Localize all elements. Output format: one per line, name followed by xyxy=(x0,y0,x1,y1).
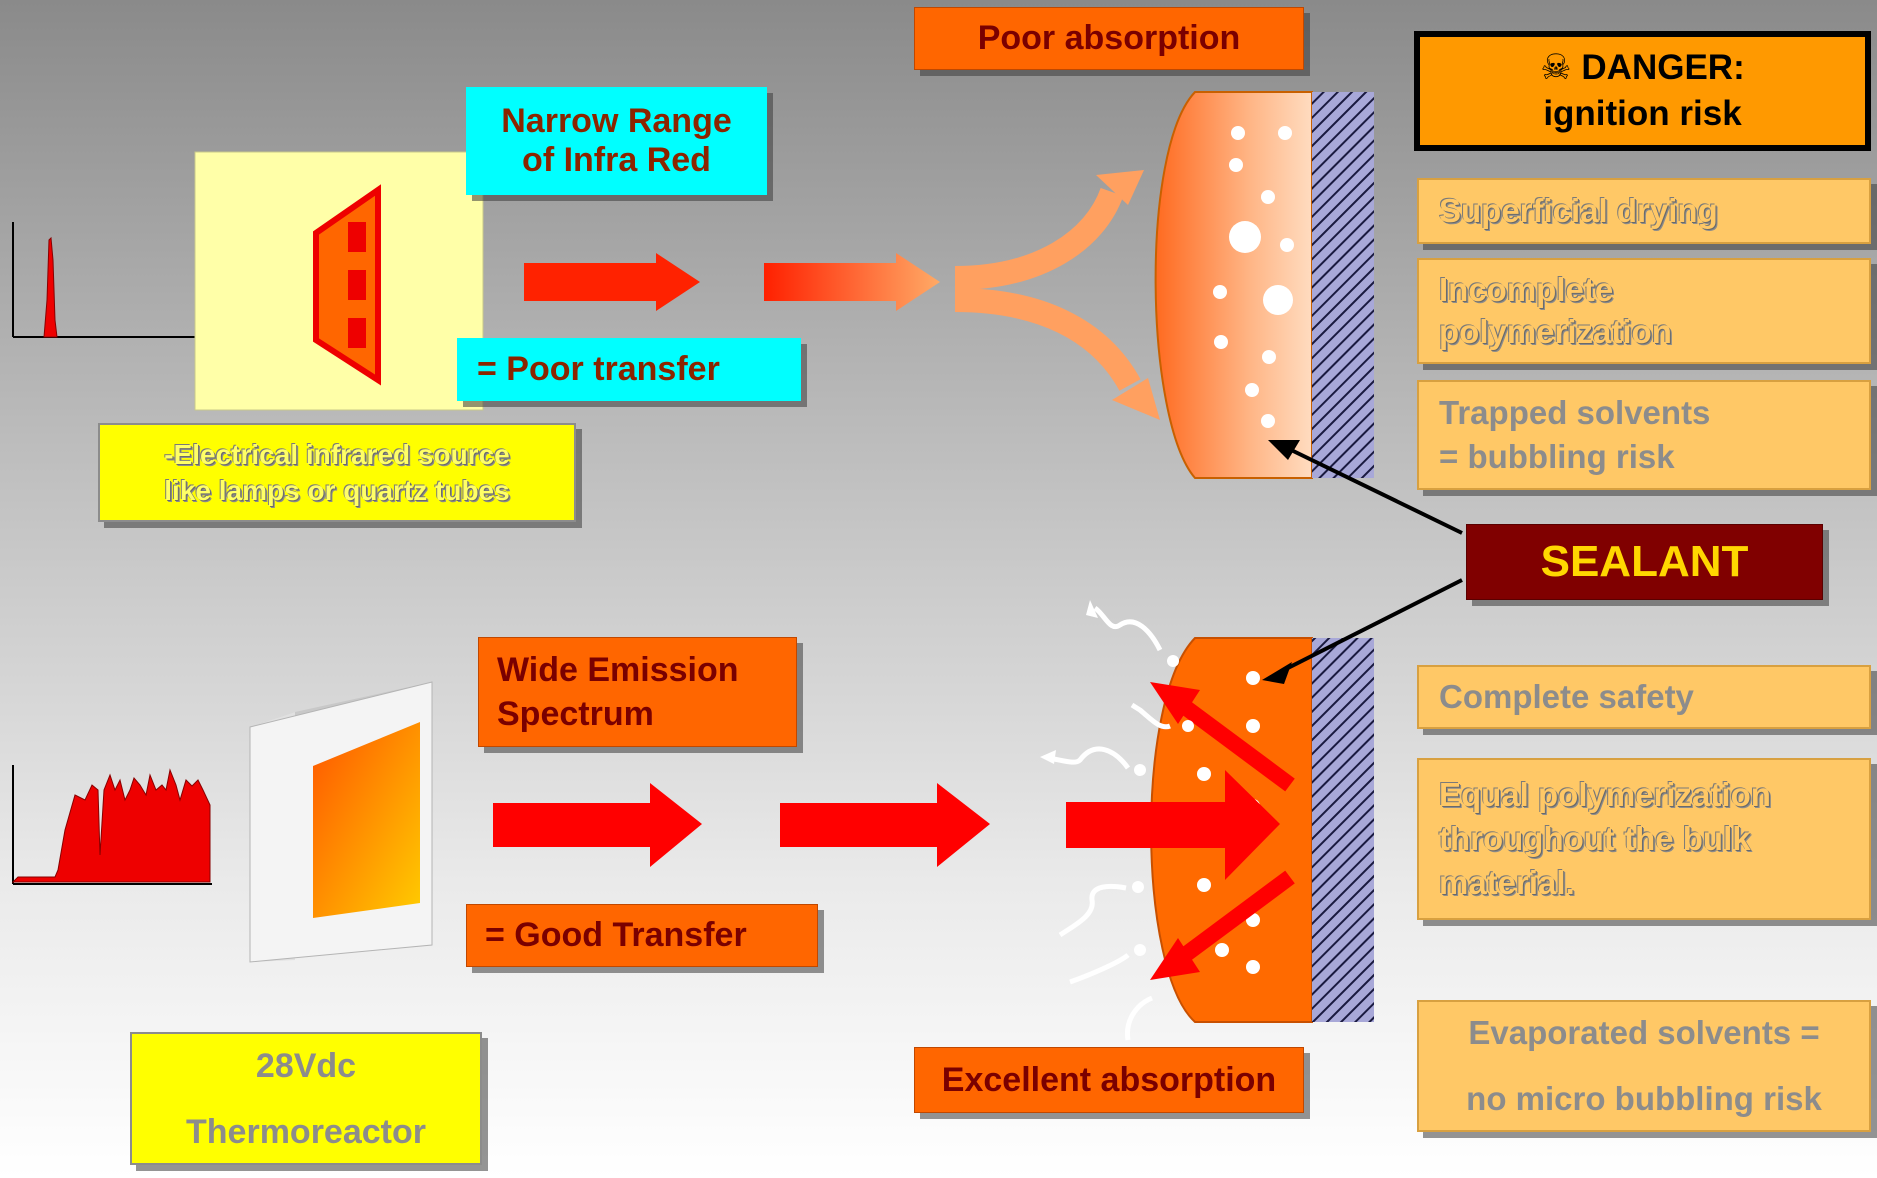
wide-emission-label: Wide Emission Spectrum xyxy=(478,637,797,747)
narrow-range-label: Narrow Range of Infra Red xyxy=(466,87,767,195)
infrared-lamp-panel xyxy=(194,151,484,411)
narrow-spectrum-graph xyxy=(12,222,210,338)
narrow-range-line-2: of Infra Red xyxy=(522,141,711,179)
trapped-line-1: Trapped solvents xyxy=(1439,394,1711,431)
sealant-top xyxy=(1154,91,1374,479)
danger-line-2: ignition risk xyxy=(1543,94,1742,133)
thermoreactor-line-2: Thermoreactor xyxy=(186,1112,426,1151)
equal-poly-line-1: Equal polymerization xyxy=(1439,776,1771,813)
poor-transfer-text: = Poor transfer xyxy=(477,350,720,388)
equal-poly-line-2: throughout the bulk xyxy=(1439,820,1751,857)
ir-source-line-1: -Electrical infrared source xyxy=(164,438,510,470)
complete-safety-text: Complete safety xyxy=(1439,678,1694,715)
thermoreactor-panel xyxy=(249,681,433,963)
good-transfer-text: = Good Transfer xyxy=(485,916,747,954)
trapped-solvents-label: Trapped solvents = bubbling risk xyxy=(1417,380,1871,490)
top-arrow-1 xyxy=(524,253,700,311)
evaporated-line-2: no micro bubbling risk xyxy=(1466,1080,1822,1117)
thermoreactor-label: 28Vdc Thermoreactor xyxy=(130,1032,482,1165)
complete-safety-label: Complete safety xyxy=(1417,665,1871,729)
danger-line-1: ☠ DANGER: xyxy=(1540,48,1745,88)
danger-label: ☠ DANGER: ignition risk xyxy=(1414,31,1871,151)
sealant-pointers xyxy=(1262,440,1463,684)
thermoreactor-line-1: 28Vdc xyxy=(255,1046,357,1085)
good-transfer-label: = Good Transfer xyxy=(466,904,818,967)
wide-spectrum-graph xyxy=(11,765,212,885)
sealant-bottom xyxy=(1066,637,1374,1023)
sealant-label: SEALANT xyxy=(1466,524,1823,600)
excellent-absorption-label: Excellent absorption xyxy=(914,1047,1304,1113)
equal-poly-line-3: material. xyxy=(1439,864,1575,901)
superficial-drying-label: Superficial drying xyxy=(1417,178,1871,244)
excellent-absorption-text: Excellent absorption xyxy=(941,1060,1277,1099)
sealant-text: SEALANT xyxy=(1540,537,1749,586)
narrow-range-line-1: Narrow Range xyxy=(501,102,732,140)
superficial-drying-text: Superficial drying xyxy=(1439,192,1718,229)
split-arrows xyxy=(954,170,1160,420)
solvent-vapor xyxy=(1040,600,1194,1041)
evaporated-line-1: Evaporated solvents = xyxy=(1468,1014,1820,1051)
wide-emission-line-2: Spectrum xyxy=(497,695,654,733)
poor-absorption-text: Poor absorption xyxy=(977,19,1241,57)
poor-absorption-label: Poor absorption xyxy=(914,7,1304,70)
skull-crossbones-icon: ☠ xyxy=(1540,48,1572,88)
top-arrow-2 xyxy=(764,253,940,311)
wide-emission-line-1: Wide Emission xyxy=(497,651,739,689)
incomplete-line-2: polymerization xyxy=(1439,313,1672,350)
poor-transfer-label: = Poor transfer xyxy=(457,338,801,401)
bottom-arrow-2 xyxy=(780,783,990,867)
bottom-arrow-1 xyxy=(493,783,702,867)
incomplete-line-1: Incomplete xyxy=(1439,271,1614,308)
incomplete-polymerization-label: Incomplete polymerization xyxy=(1417,258,1871,364)
ir-source-label: -Electrical infrared source like lamps o… xyxy=(98,423,576,522)
equal-polymerization-label: Equal polymerization throughout the bulk… xyxy=(1417,758,1871,920)
ir-source-line-2: like lamps or quartz tubes xyxy=(164,474,510,506)
evaporated-solvents-label: Evaporated solvents = no micro bubbling … xyxy=(1417,1000,1871,1132)
trapped-line-2: = bubbling risk xyxy=(1439,438,1675,475)
